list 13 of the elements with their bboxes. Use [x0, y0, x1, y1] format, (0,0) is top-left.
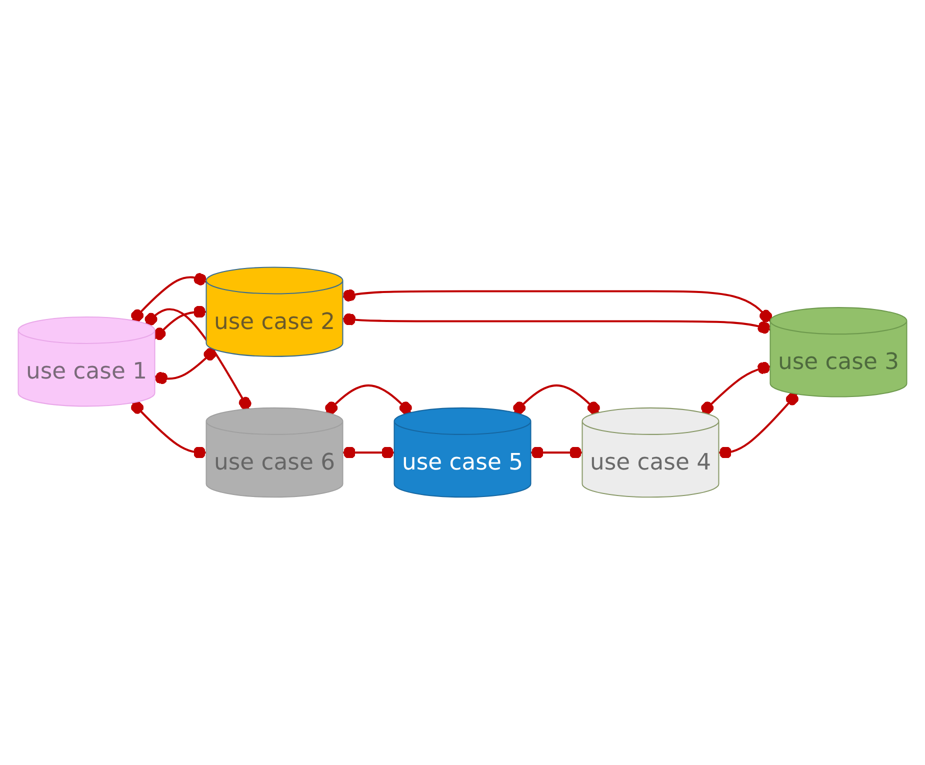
connector	[325, 384, 412, 414]
connector	[144, 308, 252, 410]
connector	[701, 362, 770, 414]
connector	[530, 446, 582, 460]
connector	[153, 306, 206, 340]
connector	[131, 273, 207, 322]
connector	[513, 384, 600, 414]
connector	[154, 348, 216, 385]
connector	[718, 393, 798, 460]
connector	[342, 290, 772, 323]
connector	[342, 446, 394, 460]
connector	[342, 313, 771, 334]
connector	[131, 402, 206, 460]
